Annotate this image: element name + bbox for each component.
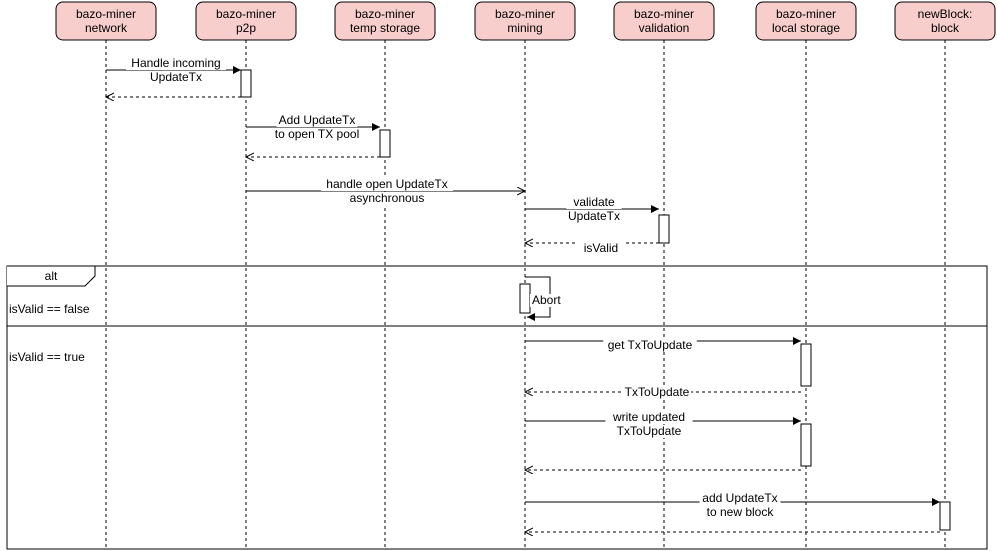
actor-label-line: newBlock: xyxy=(918,7,973,21)
message-label: to new block xyxy=(707,505,775,519)
message-mining-to-local-storage: get TxToUpdate xyxy=(525,337,801,352)
activation-bar-local-storage xyxy=(800,423,812,467)
actor-label-line: bazo-miner xyxy=(76,7,136,21)
message-label: validate xyxy=(573,195,615,209)
message-label-bg xyxy=(576,242,626,255)
actor-label-line: bazo-miner xyxy=(634,7,694,21)
message-label: add UpdateTx xyxy=(702,491,777,505)
alt-fragment: alt isValid == false isValid == true xyxy=(6,265,988,550)
message-mining-to-mining: Abort xyxy=(525,276,566,321)
message-label: isValid xyxy=(584,241,618,255)
message-label: Handle incoming xyxy=(131,56,220,70)
message-label-bg xyxy=(126,57,226,70)
message-label: UpdateTx xyxy=(568,209,620,223)
actor-box xyxy=(894,1,996,41)
activation-bar-validation xyxy=(658,214,670,244)
activation-bar-p2p xyxy=(240,69,252,98)
message-label-bg xyxy=(267,128,367,141)
message-label: handle open UpdateTx xyxy=(326,177,447,191)
message-validation-to-mining: isValid xyxy=(525,241,659,255)
actor-box xyxy=(195,1,297,41)
message-label-bg xyxy=(566,210,622,223)
activation-bar-mining xyxy=(519,283,531,314)
actor-label-line: bazo-miner xyxy=(495,7,555,21)
message-label: TxToUpdate xyxy=(625,385,690,399)
activation-bar-local-storage xyxy=(800,343,812,387)
message-label: write updated xyxy=(612,410,685,424)
actor-block: newBlock:block xyxy=(894,1,996,41)
message-label: to open TX pool xyxy=(275,127,360,141)
message-label-bg xyxy=(276,114,358,127)
message-local-storage-to-mining: TxToUpdate xyxy=(525,385,801,399)
message-label-bg xyxy=(321,178,453,191)
message-label: asynchronous xyxy=(350,191,425,205)
message-label: TxToUpdate xyxy=(617,424,682,438)
message-label-bg xyxy=(530,294,566,307)
message-label-bg xyxy=(699,492,781,505)
activation-bar-temp-storage xyxy=(379,129,391,158)
actor-box xyxy=(334,1,436,41)
actor-label-line: temp storage xyxy=(350,21,420,35)
message-label-bg xyxy=(699,506,781,519)
alt-guard: isValid == true xyxy=(9,350,85,364)
message-label-bg xyxy=(603,339,697,352)
message-label: Abort xyxy=(532,293,561,307)
actor-label-line: bazo-miner xyxy=(776,7,836,21)
message-label-bg xyxy=(148,71,204,84)
message-label-bg xyxy=(346,192,428,205)
message-label: Add UpdateTx xyxy=(279,113,356,127)
message-label-bg xyxy=(566,196,622,209)
message-label: get TxToUpdate xyxy=(608,338,693,352)
actor-label-line: block xyxy=(931,21,960,35)
alt-operator-label: alt xyxy=(45,269,58,283)
actor-label-line: network xyxy=(85,21,128,35)
actor-box xyxy=(755,1,857,41)
actor-box xyxy=(613,1,715,41)
actor-label-line: mining xyxy=(507,21,542,35)
message-label-bg xyxy=(615,425,683,438)
message-label-bg xyxy=(623,386,691,399)
message-label-bg xyxy=(605,411,693,424)
alt-frame xyxy=(6,265,988,550)
activation-bar-block xyxy=(939,501,951,531)
actor-box xyxy=(55,1,157,41)
message-label: UpdateTx xyxy=(150,70,202,84)
actor-label-line: validation xyxy=(639,21,690,35)
alt-guard: isValid == false xyxy=(9,302,90,316)
actor-label-line: bazo-miner xyxy=(216,7,276,21)
actor-label-line: p2p xyxy=(236,21,256,35)
actor-label-line: bazo-miner xyxy=(355,7,415,21)
actor-label-line: local storage xyxy=(772,21,840,35)
activations xyxy=(240,69,951,531)
actor-box xyxy=(474,1,576,41)
alt-operator-tab xyxy=(7,265,96,287)
actors: bazo-minernetworkbazo-minerp2pbazo-miner… xyxy=(55,1,996,41)
